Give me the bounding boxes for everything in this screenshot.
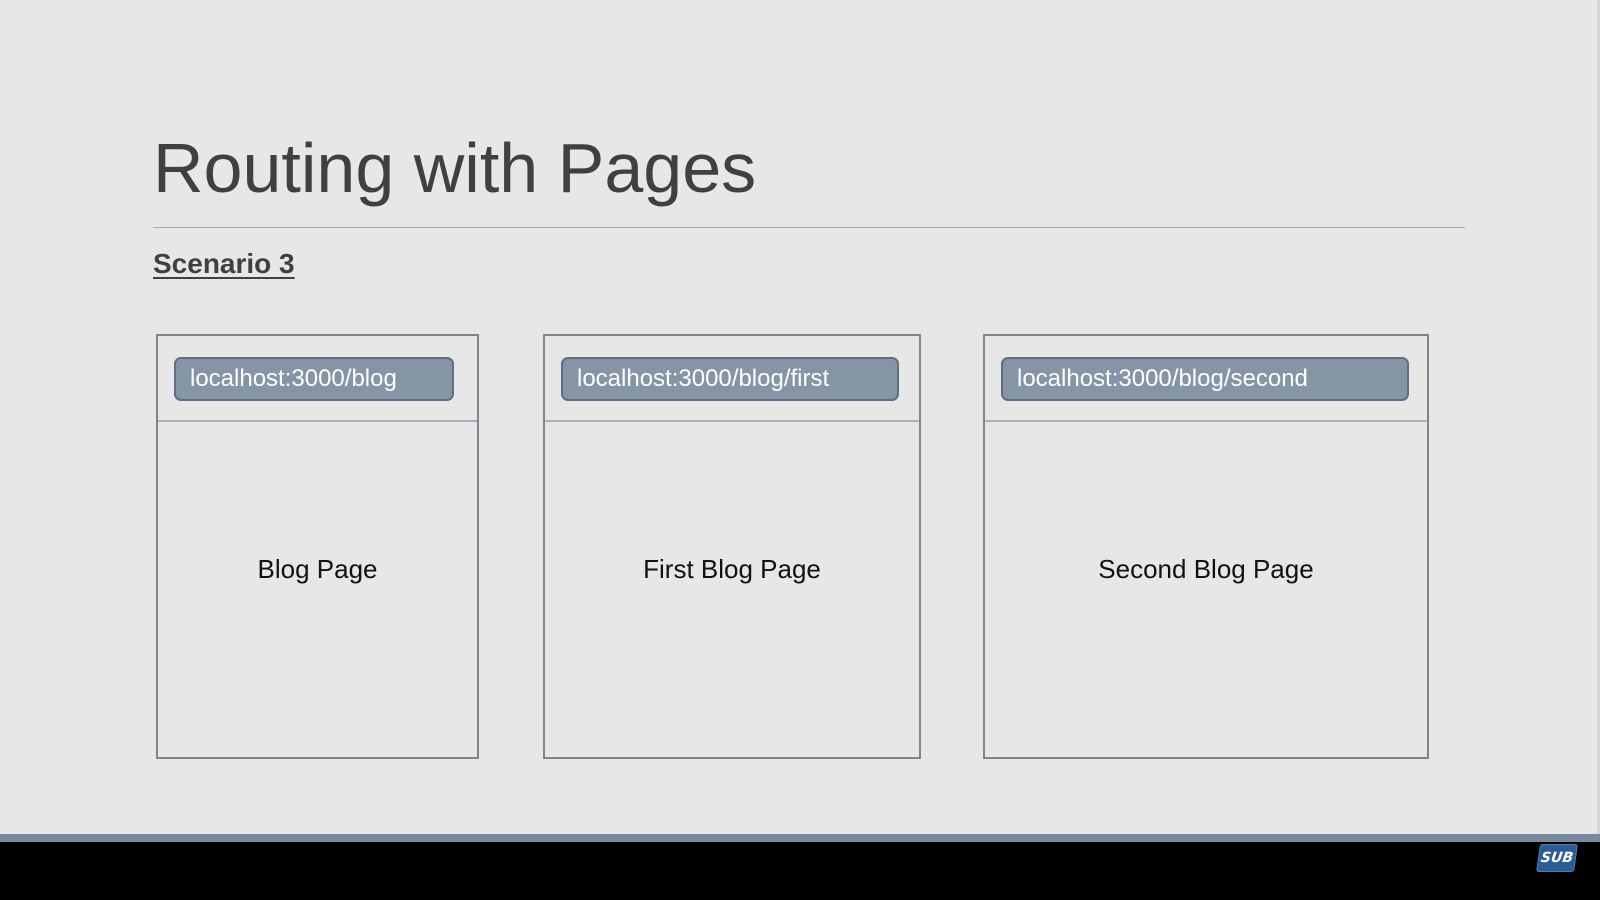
scenario-heading: Scenario 3 bbox=[153, 248, 295, 279]
browser-frame-blog: localhost:3000/blog Blog Page bbox=[156, 334, 479, 759]
browser-frame-header: localhost:3000/blog bbox=[158, 336, 477, 422]
sub-logo-icon: SUB bbox=[1536, 844, 1578, 872]
page-content-label: Blog Page bbox=[257, 554, 378, 584]
page-content-label: Second Blog Page bbox=[1098, 554, 1314, 584]
browser-frame-header: localhost:3000/blog/second bbox=[985, 336, 1427, 422]
slide: Routing with Pages Scenario 3 localhost:… bbox=[153, 0, 1600, 834]
address-bar-second[interactable]: localhost:3000/blog/second bbox=[1001, 357, 1409, 401]
browser-frame-first: localhost:3000/blog/first First Blog Pag… bbox=[543, 334, 921, 759]
slide-edge bbox=[1597, 0, 1600, 834]
title-divider bbox=[153, 227, 1465, 228]
browser-frame-header: localhost:3000/blog/first bbox=[545, 336, 919, 422]
page-content-label: First Blog Page bbox=[643, 554, 821, 584]
address-bar-first[interactable]: localhost:3000/blog/first bbox=[561, 357, 899, 401]
video-progress-strip[interactable] bbox=[0, 834, 1600, 842]
slide-title: Routing with Pages bbox=[153, 129, 757, 207]
browser-frame-second: localhost:3000/blog/second Second Blog P… bbox=[983, 334, 1429, 759]
video-bottom-bar bbox=[0, 842, 1600, 900]
address-bar-blog[interactable]: localhost:3000/blog bbox=[174, 357, 454, 401]
